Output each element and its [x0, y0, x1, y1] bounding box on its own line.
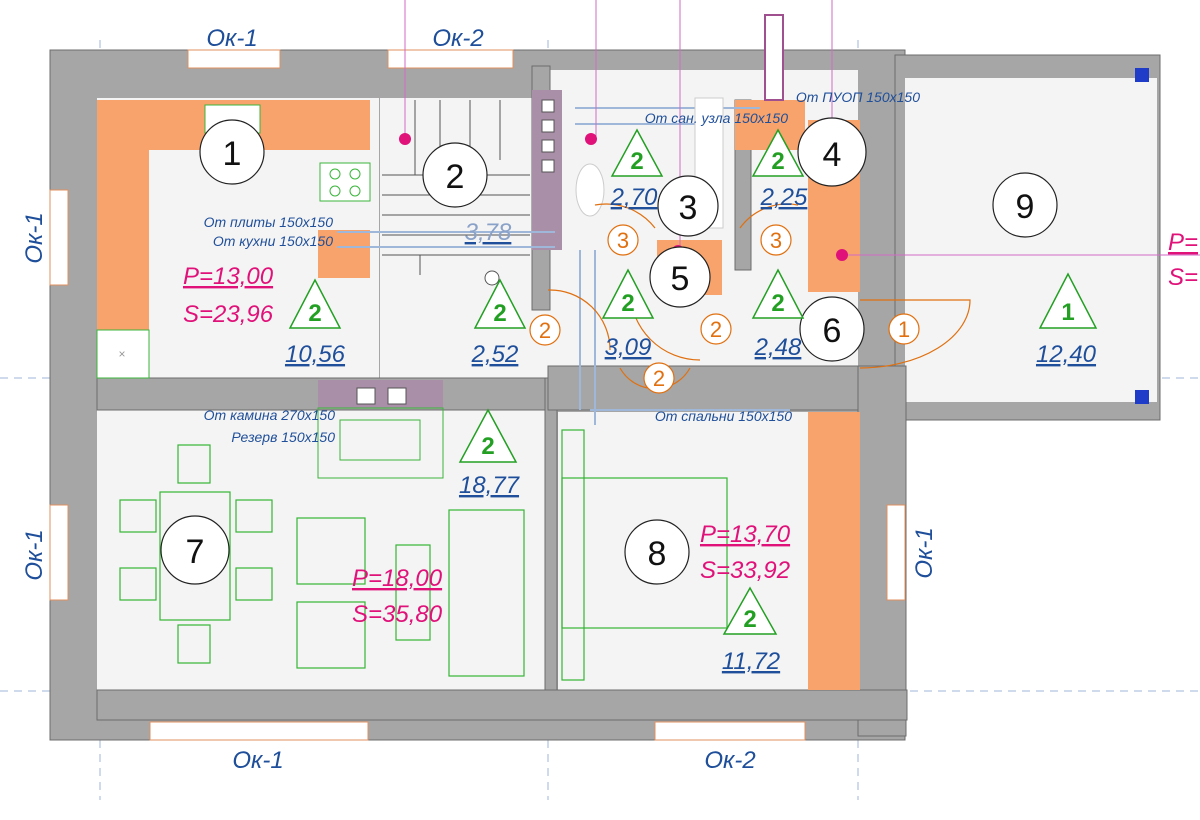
bedroom-square: S=33,92: [700, 557, 790, 584]
bedroom-wardrobe: [808, 412, 860, 690]
area-living: 18,77: [459, 472, 521, 499]
window-label-bottom-ok1: Ок-1: [232, 747, 283, 774]
area-hall: 2,52: [471, 341, 519, 368]
duct-label-sanuzel: От сан. узла 150x150: [645, 110, 788, 126]
triangle-number-hall: 2: [493, 300, 506, 327]
marker-lines: [404, 0, 1200, 256]
door-mark-numbers: 3 3 2 2 2 1: [539, 228, 910, 391]
interior-wall-corridor: [547, 365, 859, 411]
area-corridor: 3,09: [605, 334, 652, 361]
fridge-mark: ×: [118, 347, 125, 361]
triangle-number-bath: 2: [630, 148, 643, 175]
interior-wall-bottom: [96, 689, 908, 721]
door-mark-circles: [529, 224, 920, 394]
cut-perimeter: P=: [1168, 229, 1198, 256]
fridge: [96, 329, 150, 379]
window-label-top-ok1: Ок-1: [206, 25, 257, 52]
triangle-number-corridor: 2: [621, 290, 634, 317]
window-label-bottom-ok2: Ок-2: [704, 747, 755, 774]
triangle-number-kitchen: 2: [308, 300, 321, 327]
door-mark-2b: 2: [710, 317, 722, 342]
room-number-8: 8: [648, 535, 667, 573]
door-mark-3a: 3: [617, 228, 629, 253]
area-room6: 2,48: [754, 334, 802, 361]
door-mark-3b: 3: [770, 228, 782, 253]
triangle-number-room4: 2: [771, 148, 784, 175]
duct-label-puop: От ПУОП 150x150: [796, 89, 920, 105]
area-room9: 12,40: [1036, 341, 1097, 368]
fireplace: [317, 407, 444, 479]
duct-label-plita: От плиты 150x150: [204, 214, 334, 230]
staircase: [382, 100, 530, 275]
room-number-4: 4: [823, 136, 842, 174]
terrace-posts: [1135, 68, 1149, 404]
kitchen-square: S=23,96: [183, 301, 274, 328]
area-bath: 2,70: [610, 184, 658, 211]
kitchen-perimeter: P=13,00: [183, 263, 274, 290]
door-mark-1: 1: [898, 317, 910, 342]
triangle-number-terrace: 1: [1061, 299, 1074, 326]
window-openings: [49, 49, 906, 741]
living-square: S=35,80: [352, 601, 443, 628]
stair-post: [484, 270, 500, 286]
area-bedroom: 11,72: [722, 648, 780, 675]
toilet: [575, 163, 605, 217]
dining-set: [119, 444, 273, 664]
room6-block: [808, 230, 860, 292]
window-label-right-ok1: Ок-1: [911, 527, 938, 578]
room-number-2: 2: [446, 158, 465, 196]
stove: [319, 162, 371, 202]
door-mark-2c: 2: [653, 366, 665, 391]
duct-label-rezerv: Резерв 150x150: [231, 429, 335, 445]
duct-squares: [356, 99, 555, 405]
room-number-9: 9: [1016, 188, 1035, 226]
puop-riser: [764, 14, 784, 101]
duct-labels: От ПУОП 150x150 От сан. узла 150x150 От …: [204, 89, 921, 445]
bedroom-perimeter: P=13,70: [700, 521, 791, 548]
area-room4: 2,25: [760, 184, 808, 211]
area-labels: 10,56 3,78 2,52 2,70 2,25 3,09 2,48 12,4…: [285, 184, 1097, 675]
terrace-floor: [905, 78, 1157, 402]
perimeter-labels: P=13,00 S=23,96 P=18,00 S=35,80 P=13,70 …: [183, 229, 1198, 628]
room-number-3: 3: [679, 189, 698, 227]
room-circles: [160, 117, 1058, 585]
room-number-7: 7: [186, 533, 205, 571]
area-stair: 3,78: [465, 219, 512, 246]
bedroom-set: [561, 429, 728, 681]
triangle-number-room6: 2: [771, 290, 784, 317]
triangle-numbers: 2 2 2 2 2 2 1 2 2: [308, 148, 1074, 633]
triangle-marks: [288, 128, 1098, 635]
room-numbers: 1 2 3 4 5 6 7 8 9: [186, 135, 1035, 573]
fireplace-inner: [339, 419, 421, 461]
room-number-6: 6: [823, 312, 842, 350]
duct-label-kamina: От камина 270x150: [204, 407, 336, 423]
stove-burners: [329, 168, 361, 197]
room-number-1: 1: [223, 135, 242, 173]
fireplace-duct: [318, 380, 443, 408]
door-mark-2a: 2: [539, 318, 551, 343]
duct-label-spalni: От спальни 150x150: [655, 408, 792, 424]
living-sofa-set: [296, 509, 525, 677]
window-label-left-ok1-upper: Ок-1: [21, 212, 48, 263]
interior-wall-living-bed: [544, 377, 558, 691]
triangle-number-bedroom: 2: [743, 606, 756, 633]
cut-square: S=: [1168, 264, 1198, 291]
window-label-top-ok2: Ок-2: [432, 25, 483, 52]
room-number-5: 5: [671, 260, 690, 298]
living-perimeter: P=18,00: [352, 565, 443, 592]
kitchen-counters: [97, 100, 370, 330]
duct-label-kuhni: От кухни 150x150: [213, 233, 333, 249]
window-label-left-ok1-lower: Ок-1: [21, 529, 48, 580]
triangle-number-living: 2: [481, 433, 494, 460]
area-kitchen: 10,56: [285, 341, 346, 368]
